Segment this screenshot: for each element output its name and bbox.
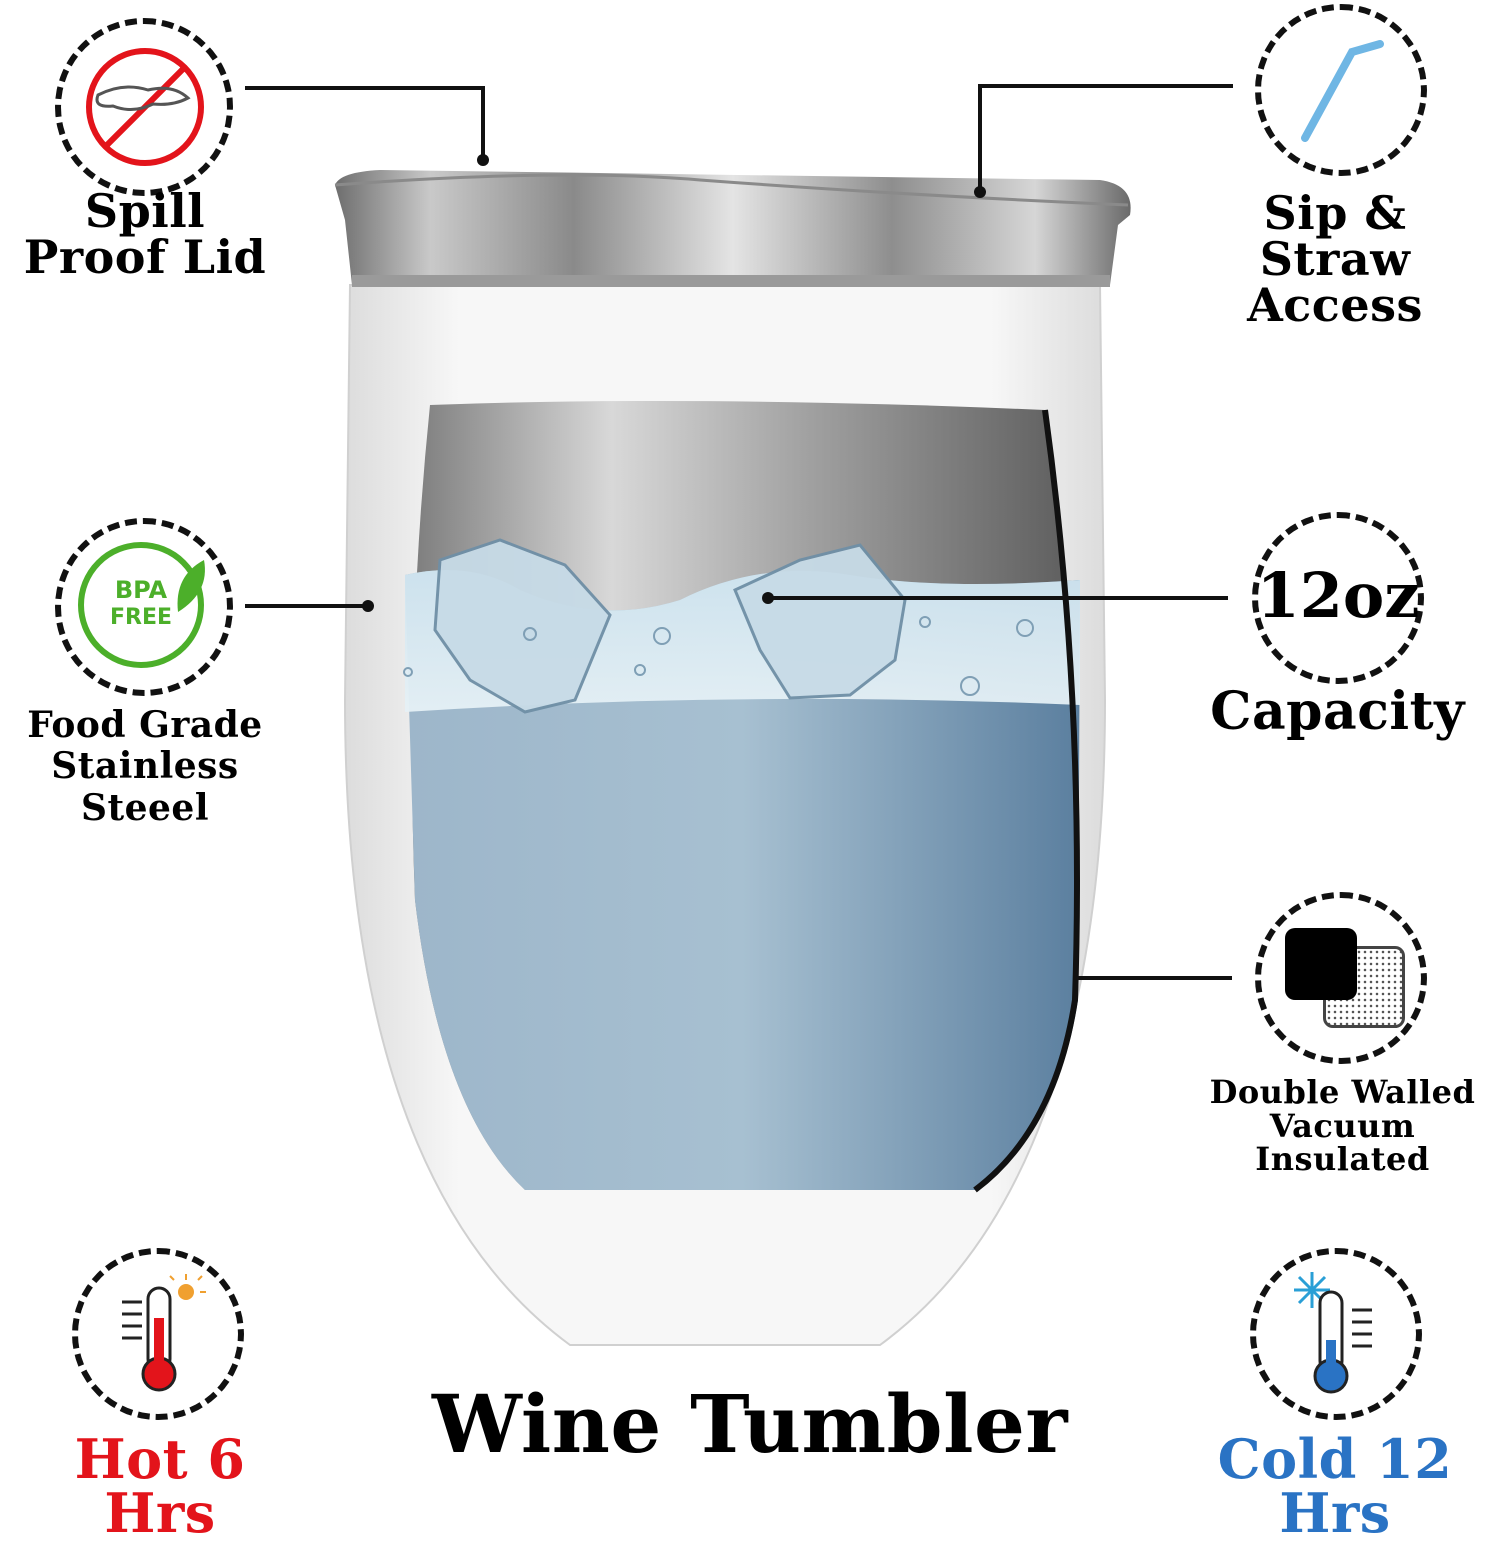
- spill-leader-dot: [477, 154, 489, 166]
- double-wall-icon: [1285, 928, 1411, 1028]
- bpa-free-icon: BPA FREE: [78, 542, 204, 668]
- capacity-leader: [770, 596, 1228, 600]
- bpa-badge-line1: BPA: [114, 576, 168, 604]
- walled-label-line2: Vacuum Insulated: [1255, 1106, 1430, 1179]
- straw-leader-h: [978, 84, 1233, 88]
- cold-thermometer-icon: [1294, 1272, 1372, 1394]
- straw-icon-frame: [1255, 4, 1427, 176]
- spill-label: Spill Proof Lid: [20, 188, 270, 280]
- spill-label-line1: Spill: [84, 184, 206, 238]
- wall-solid-square: [1285, 928, 1357, 1000]
- straw-label-line2: Access: [1247, 278, 1423, 332]
- walled-icon-frame: [1255, 892, 1427, 1064]
- capacity-badge-frame: [1252, 512, 1424, 684]
- bpa-label-line1: Food Grade: [27, 704, 263, 746]
- tumbler-illustration: [334, 170, 1131, 1346]
- walled-label: Double Walled Vacuum Insulated: [1185, 1073, 1500, 1179]
- bpa-label-line2: Stainless Steeel: [51, 745, 239, 829]
- bpa-label: Food Grade Stainless Steeel: [0, 704, 290, 829]
- straw-label-line1: Sip & Straw: [1259, 186, 1411, 286]
- straw-leader-v: [978, 84, 982, 190]
- spill-icon-frame: [55, 18, 233, 196]
- straw-leader-dot: [974, 186, 986, 198]
- capacity-badge-text: 12oz: [1256, 559, 1420, 632]
- hot-label: Hot 6 Hrs: [74, 1427, 246, 1545]
- hot-icon-frame: [72, 1248, 244, 1420]
- spill-leader-v: [481, 86, 485, 158]
- spill-leader-h: [245, 86, 485, 90]
- bpa-icon-frame: [55, 518, 233, 696]
- hot-thermometer-icon: [122, 1274, 206, 1392]
- bpa-leader: [245, 604, 365, 608]
- product-title: Wine Tumbler: [431, 1377, 1069, 1471]
- capacity-leader-dot: [762, 592, 774, 604]
- no-spill-icon: [86, 48, 204, 166]
- bpa-badge-line2: FREE: [109, 605, 173, 630]
- cold-label: Cold 12 Hrs: [1217, 1427, 1453, 1545]
- bpa-leader-dot: [362, 600, 374, 612]
- straw-label: Sip & Straw Access: [1180, 190, 1490, 328]
- straw-icon: [1301, 40, 1384, 142]
- capacity-label: Capacity: [1210, 681, 1465, 742]
- spill-label-line2: Proof Lid: [23, 230, 267, 284]
- walled-label-line1: Double Walled: [1209, 1073, 1476, 1111]
- leaf-icon: [177, 560, 205, 612]
- walled-leader: [1078, 976, 1232, 980]
- cold-icon-frame: [1250, 1248, 1422, 1420]
